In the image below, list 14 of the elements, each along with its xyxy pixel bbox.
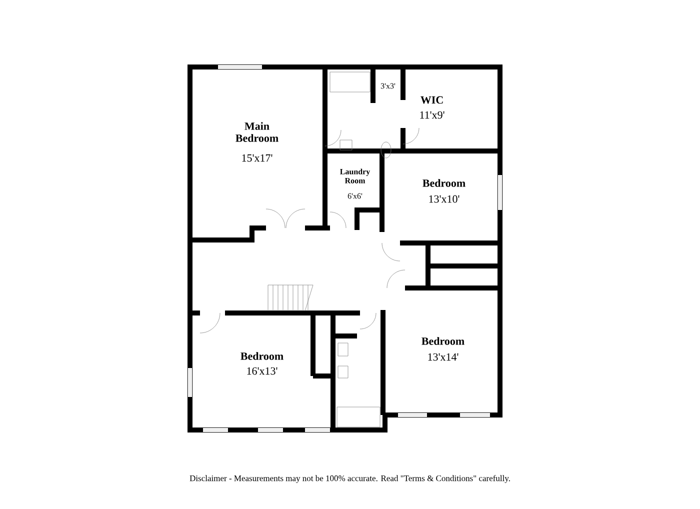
dimension-label: 15'x17' <box>242 154 272 162</box>
room-label: Bedroom <box>422 337 464 345</box>
disclaimer-text: Disclaimer - Measurements may not be 100% accurate. Read "Terms & Conditions" carefully. <box>190 475 510 483</box>
dimension-label: 16'x13' <box>247 367 278 375</box>
dimension-label: 13'x14' <box>428 353 458 361</box>
room-label: Bedroom <box>422 179 466 187</box>
dimension-label: 3'x3' <box>380 83 396 89</box>
dimension-label: 13'x10' <box>429 195 460 203</box>
dimension-label: 11'x9' <box>420 111 444 119</box>
room-label: Bedroom <box>240 352 284 360</box>
room-label: Laundry Room <box>340 168 370 184</box>
room-label: WIC <box>420 96 443 104</box>
room-label: Main Bedroom <box>236 122 278 142</box>
dimension-label: 6'x6' <box>348 193 362 199</box>
